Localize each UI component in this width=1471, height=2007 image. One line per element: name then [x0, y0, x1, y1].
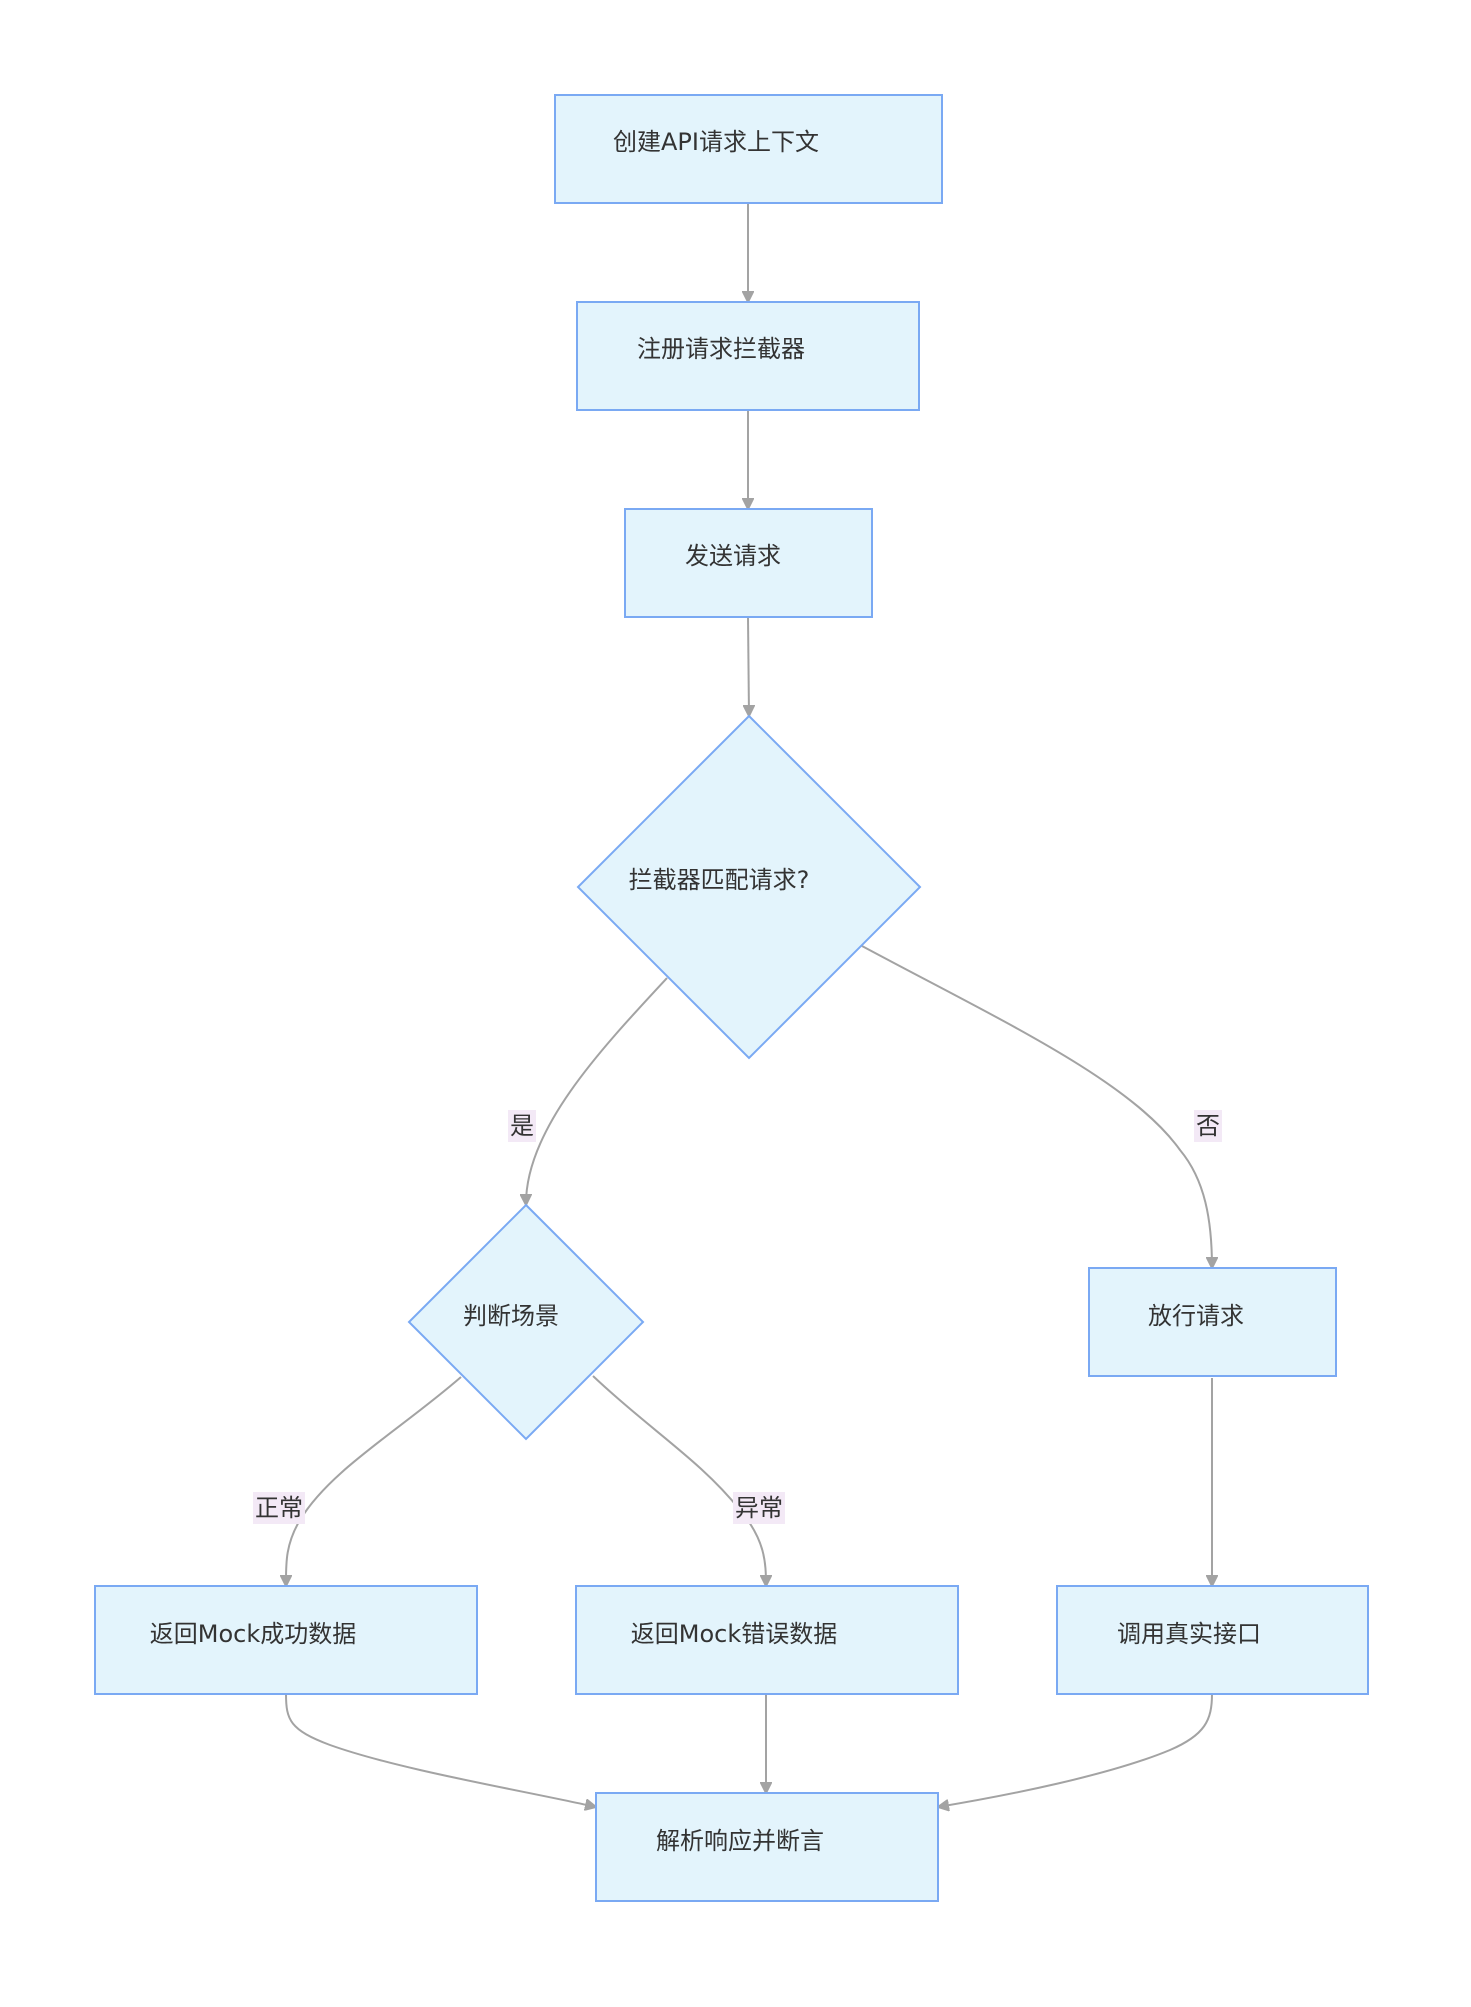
node-interceptor-match-label: 拦截器匹配请求? [629, 866, 810, 894]
edge-match-yes [526, 977, 668, 1205]
node-pass-request: 放行请求 [1088, 1267, 1337, 1377]
node-interceptor-match: 拦截器匹配请求? [576, 714, 922, 1060]
node-register-interceptor-label: 注册请求拦截器 [637, 335, 805, 363]
edge-success-to-parse [285, 1693, 596, 1807]
node-parse-assert: 解析响应并断言 [595, 1792, 939, 1902]
node-mock-success: 返回Mock成功数据 [94, 1585, 478, 1695]
node-judge-scenario: 判断场景 [407, 1203, 645, 1441]
edge-judge-normal [286, 1376, 462, 1586]
node-mock-success-label: 返回Mock成功数据 [150, 1620, 356, 1648]
node-send-request: 发送请求 [624, 508, 873, 618]
edge-judge-abnormal [592, 1375, 766, 1586]
node-mock-error-label: 返回Mock错误数据 [631, 1620, 837, 1648]
edge-label-normal-text: 正常 [255, 1494, 303, 1522]
edge-label-yes: 是 [508, 1110, 536, 1142]
edge-label-normal: 正常 [253, 1492, 305, 1524]
edge-send-to-match [748, 616, 749, 716]
node-judge-scenario-label: 判断场景 [463, 1302, 559, 1330]
node-register-interceptor: 注册请求拦截器 [576, 301, 920, 411]
node-pass-request-label: 放行请求 [1148, 1302, 1244, 1330]
edges [286, 203, 1212, 1807]
node-parse-assert-label: 解析响应并断言 [656, 1827, 824, 1855]
node-call-real-api-label: 调用真实接口 [1117, 1620, 1261, 1648]
edge-label-no: 否 [1194, 1110, 1222, 1142]
node-mock-error: 返回Mock错误数据 [575, 1585, 959, 1695]
edge-label-abnormal-text: 异常 [735, 1494, 783, 1522]
edge-label-yes-text: 是 [510, 1112, 534, 1140]
node-send-request-label: 发送请求 [685, 542, 781, 570]
node-create-context: 创建API请求上下文 [554, 94, 943, 204]
edge-label-no-text: 否 [1196, 1112, 1220, 1140]
edge-match-no [861, 945, 1212, 1268]
node-call-real-api: 调用真实接口 [1056, 1585, 1369, 1695]
edge-label-abnormal: 异常 [733, 1492, 785, 1524]
node-create-context-label: 创建API请求上下文 [613, 128, 819, 156]
edge-real-to-parse [938, 1693, 1213, 1807]
